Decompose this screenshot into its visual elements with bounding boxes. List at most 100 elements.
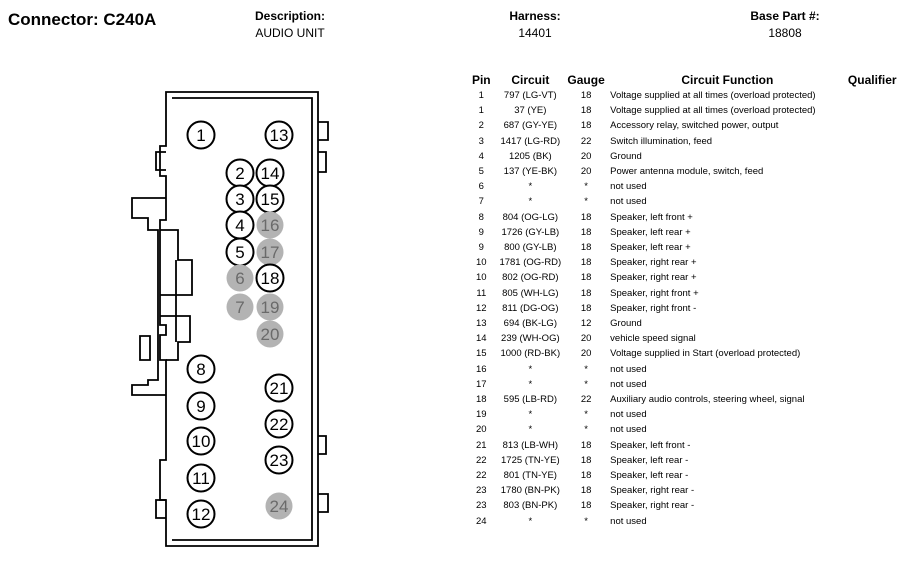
table-row: 7**not used <box>468 194 900 209</box>
pinout-table: Pin Circuit Gauge Circuit Function Quali… <box>468 72 900 529</box>
pin-cavity-22 <box>264 409 294 439</box>
pin-number-14: 14 <box>261 164 280 183</box>
circuit-column-header: Circuit <box>511 73 550 87</box>
pin-number-16: 16 <box>261 216 280 235</box>
function-cell: Speaker, left rear + <box>610 242 691 254</box>
gauge-cell: * <box>584 363 588 375</box>
gauge-cell: 18 <box>580 454 592 466</box>
circuit-cell: 37 (YE) <box>514 105 547 117</box>
circuit-cell: 1780 (BN-PK) <box>500 485 560 497</box>
qualifier-cell <box>845 270 900 285</box>
circuit-cell: 239 (WH-OG) <box>501 333 560 345</box>
qualifier-cell <box>845 240 900 255</box>
pin-number-24: 24 <box>270 497 289 516</box>
gauge-cell: 18 <box>580 211 592 223</box>
pin-number-6: 6 <box>235 269 244 288</box>
pin-column-header: Pin <box>471 73 491 87</box>
circuit-cell: 1781 (OG-RD) <box>499 257 562 269</box>
circuit-cell: * <box>528 363 533 375</box>
connector-housing <box>131 91 329 547</box>
qualifier-column-header: Qualifier <box>847 73 897 87</box>
gauge-cell: 22 <box>580 135 592 147</box>
circuit-cell: 1417 (LG-RD) <box>500 135 561 147</box>
table-row: 19**not used <box>468 407 900 422</box>
function-cell: vehicle speed signal <box>610 333 696 345</box>
circuit-cell: * <box>528 515 533 527</box>
function-cell: not used <box>610 196 647 208</box>
qualifier-cell <box>845 255 900 270</box>
base-part-value: 18808 <box>768 26 802 40</box>
gauge-cell: 18 <box>580 500 592 512</box>
circuit-cell: 1726 (GY-LB) <box>501 226 560 238</box>
pin-cell: 7 <box>478 196 484 208</box>
harness-block: Harness: 14401 <box>480 8 590 42</box>
pin-number-12: 12 <box>192 505 211 524</box>
qualifier-cell <box>845 179 900 194</box>
gauge-cell: 18 <box>580 226 592 238</box>
pin-cavity-1 <box>186 120 216 150</box>
gauge-cell: 20 <box>580 348 592 360</box>
pin-number-22: 22 <box>270 415 289 434</box>
pin-cell: 24 <box>476 515 487 527</box>
pin-cavity-11 <box>186 463 216 493</box>
circuit-cell: 803 (BN-PK) <box>503 500 558 512</box>
circuit-cell: 1000 (RD-BK) <box>500 348 561 360</box>
pin-number-20: 20 <box>261 325 280 344</box>
pin-cavity-16 <box>256 211 284 239</box>
qualifier-cell <box>845 514 900 529</box>
qualifier-cell <box>845 164 900 179</box>
pin-cell: 10 <box>476 257 487 269</box>
gauge-cell: * <box>584 196 588 208</box>
pin-cavity-17 <box>256 238 284 266</box>
gauge-cell: 18 <box>580 242 592 254</box>
pin-cavity-18 <box>255 263 285 293</box>
table-row: 17**not used <box>468 377 900 392</box>
pin-number-2: 2 <box>235 164 244 183</box>
pin-cell: 20 <box>476 424 487 436</box>
function-cell: Power antenna module, switch, feed <box>610 166 764 178</box>
qualifier-cell <box>845 118 900 133</box>
circuit-cell: * <box>528 378 533 390</box>
function-cell: Voltage supplied in Start (overload prot… <box>610 348 801 360</box>
pin-cell: 23 <box>476 485 487 497</box>
gauge-cell: * <box>584 409 588 421</box>
function-cell: Speaker, right rear - <box>610 500 695 512</box>
pin-number-21: 21 <box>270 379 289 398</box>
pin-number-23: 23 <box>270 451 289 470</box>
pin-cavity-23 <box>264 445 294 475</box>
pin-number-3: 3 <box>235 190 244 209</box>
qualifier-cell <box>845 362 900 377</box>
function-cell: Speaker, right front + <box>610 287 699 299</box>
function-cell: Speaker, right rear - <box>610 485 695 497</box>
circuit-cell: 800 (GY-LB) <box>504 242 557 254</box>
function-cell: Switch illumination, feed <box>610 135 713 147</box>
pin-cell: 11 <box>476 287 487 299</box>
function-cell: not used <box>610 378 647 390</box>
table-row: 20**not used <box>468 422 900 437</box>
pin-cavity-20 <box>256 320 284 348</box>
description-value: AUDIO UNIT <box>255 26 325 40</box>
description-block: Description: AUDIO UNIT <box>230 8 350 42</box>
pin-cell: 23 <box>476 500 487 512</box>
circuit-cell: 802 (OG-RD) <box>502 272 559 284</box>
pin-cell: 19 <box>476 409 487 421</box>
pin-cavity-7 <box>226 293 254 321</box>
qualifier-cell <box>845 407 900 422</box>
qualifier-cell <box>845 453 900 468</box>
pin-number-17: 17 <box>261 243 280 262</box>
function-cell: Speaker, left front - <box>610 439 691 451</box>
function-cell: Ground <box>610 150 642 162</box>
pin-cell: 4 <box>478 150 484 162</box>
function-cell: not used <box>610 181 647 193</box>
pin-number-11: 11 <box>192 469 210 488</box>
